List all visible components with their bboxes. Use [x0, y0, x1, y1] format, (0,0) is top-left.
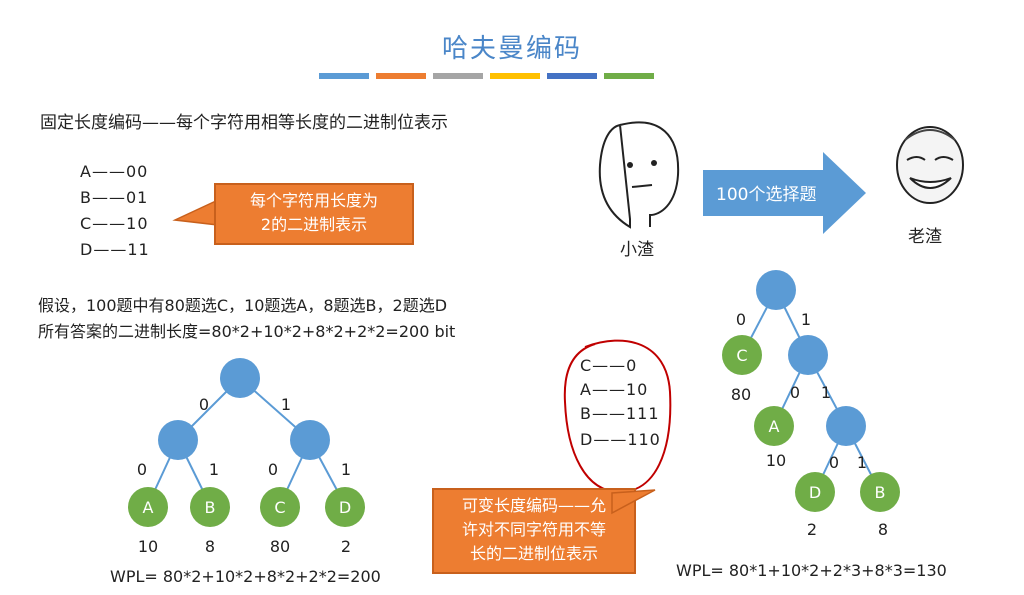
tree1-leaf-c-label: C [274, 498, 285, 517]
title-bar-darkblue [547, 73, 597, 79]
tree2-edge-label: 1 [857, 453, 867, 472]
tree2-weight-d: 2 [807, 520, 817, 539]
tree1-internal-node [290, 420, 330, 460]
title-bar-yellow [490, 73, 540, 79]
title-bar-green [604, 73, 654, 79]
fixed-code-b: B——01 [80, 188, 149, 207]
tree1-weight-d: 2 [341, 537, 351, 556]
var-code-d: D——110 [580, 430, 661, 449]
tree1-leaf-c [260, 487, 300, 527]
tree2-leaf-a-label: A [769, 417, 780, 436]
tree1-wpl: WPL= 80*2+10*2+8*2+2*2=200 [110, 567, 381, 586]
xiaozha-face-icon [598, 121, 680, 229]
fixed-length-heading: 固定长度编码——每个字符用相等长度的二进制位表示 [40, 113, 448, 133]
tree2-edge-label: 1 [821, 383, 831, 402]
tree2-leaf-c [722, 335, 762, 375]
tree2-edge-label: 0 [829, 453, 839, 472]
variable-callout-pointer [611, 489, 656, 515]
tree2-internal-node [788, 335, 828, 375]
tree1-edge-label: 1 [341, 460, 351, 479]
tree1-weight-b: 8 [205, 537, 215, 556]
tree2-edge-label: 1 [801, 310, 811, 329]
tree1-leaf-a-label: A [143, 498, 154, 517]
fixed-callout: 每个字符用长度为 2的二进制表示 [214, 183, 414, 245]
tree2-weight-a: 10 [766, 451, 786, 470]
arrow-text: 100个选择题 [716, 185, 817, 205]
tree2-leaf-a [754, 406, 794, 446]
fixed-callout-line1: 每个字符用长度为 [249, 191, 378, 210]
assumption-line1: 假设，100题中有80题选C，10题选A，8题选B，2题选D [38, 296, 448, 315]
tree2-leaf-b-label: B [875, 483, 886, 502]
page-title: 哈夫曼编码 [441, 34, 582, 64]
tree2-internal-node [826, 406, 866, 446]
fixed-code-c: C——10 [80, 214, 149, 233]
tree1-weight-c: 80 [270, 537, 290, 556]
tree1-edge-label: 1 [281, 395, 291, 414]
tree2-weight-b: 8 [878, 520, 888, 539]
tree1-leaf-d [325, 487, 365, 527]
tree1-leaf-b [190, 487, 230, 527]
fixed-callout-line2: 2的二进制表示 [260, 215, 368, 234]
tree1-internal-node [158, 420, 198, 460]
tree2-edge-label: 0 [790, 383, 800, 402]
tree2-leaf-d-label: D [809, 483, 821, 502]
fixed-code-a: A——00 [80, 162, 149, 181]
title-bar-orange [376, 73, 426, 79]
variable-callout: 可变长度编码——允 许对不同字符用不等 长的二进制位表示 [432, 488, 636, 574]
tree2-root-node [756, 270, 796, 310]
xiaozha-label: 小渣 [620, 240, 654, 260]
variable-callout-line1: 可变长度编码——允 [461, 496, 606, 515]
tree1-edge-label: 0 [268, 460, 278, 479]
var-code-a: A——10 [580, 380, 649, 399]
tree2-leaf-b [860, 472, 900, 512]
title-bar-gray [433, 73, 483, 79]
tree1-leaf-d-label: D [339, 498, 351, 517]
tree1-root-node [220, 358, 260, 398]
laozha-face-icon [896, 126, 964, 204]
fixed-code-d: D——11 [80, 240, 150, 259]
arrow-right-icon [703, 152, 866, 234]
tree1-edge-label: 0 [199, 395, 209, 414]
variable-callout-line2: 许对不同字符用不等 [461, 520, 606, 539]
var-code-c: C——0 [580, 356, 638, 375]
tree1-edge-label: 1 [209, 460, 219, 479]
tree1-leaf-b-label: B [205, 498, 216, 517]
tree1-leaf-a [128, 487, 168, 527]
var-code-b: B——111 [580, 404, 660, 423]
tree1-weight-a: 10 [138, 537, 158, 556]
variable-callout-line3: 长的二进制位表示 [469, 544, 598, 563]
tree1-edge-label: 0 [137, 460, 147, 479]
tree2-leaf-d [795, 472, 835, 512]
tree2-leaf-c-label: C [736, 346, 747, 365]
tree2-weight-c: 80 [731, 385, 751, 404]
title-bar-blue [319, 73, 369, 79]
tree2-edge-label: 0 [736, 310, 746, 329]
assumption-line2: 所有答案的二进制长度=80*2+10*2+8*2+2*2=200 bit [38, 322, 456, 341]
tree2-wpl: WPL= 80*1+10*2+2*3+8*3=130 [676, 561, 947, 580]
laozha-label: 老渣 [908, 227, 942, 247]
